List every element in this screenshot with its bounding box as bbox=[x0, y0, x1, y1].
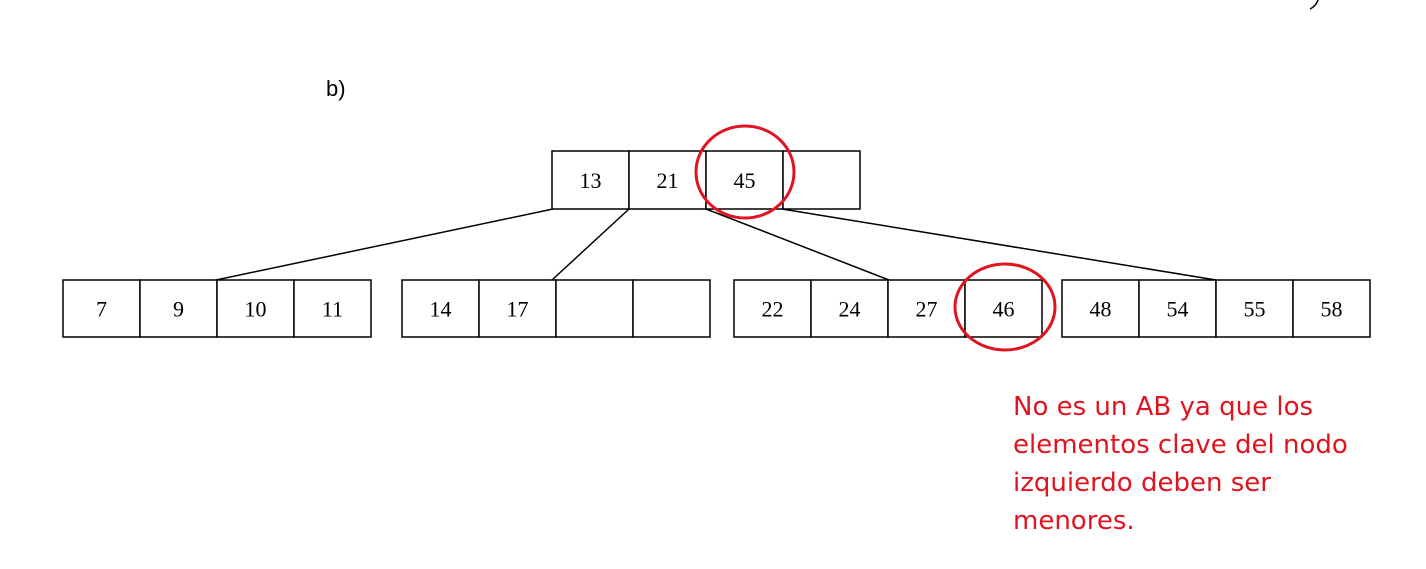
key-22: 22 bbox=[762, 297, 784, 322]
key-24: 24 bbox=[839, 297, 861, 322]
child-node-4-cell-4 bbox=[1292, 279, 1371, 338]
key-9: 9 bbox=[173, 297, 184, 322]
key-14: 14 bbox=[430, 297, 452, 322]
tree-edge-4 bbox=[781, 208, 1217, 281]
part-label: b) bbox=[326, 76, 346, 101]
child-node-2-cell-2 bbox=[478, 279, 557, 338]
child-node-3-cell-3 bbox=[887, 279, 966, 338]
key-54: 54 bbox=[1167, 297, 1189, 322]
note-line-3: izquierdo deben ser bbox=[1013, 468, 1271, 498]
key-13: 13 bbox=[580, 168, 602, 193]
child-node-4-cell-1 bbox=[1061, 279, 1140, 338]
tree-edge-3 bbox=[705, 208, 890, 281]
root-node: 13 21 45 bbox=[551, 150, 861, 210]
note-line-4: menores. bbox=[1013, 506, 1135, 536]
key-11: 11 bbox=[322, 297, 343, 322]
child-node-2-cell-4 bbox=[632, 279, 711, 338]
child-node-3: 22 24 27 46 bbox=[733, 279, 1043, 338]
corner-mark bbox=[1309, 0, 1319, 10]
key-7: 7 bbox=[96, 297, 107, 322]
child-node-4-cell-2 bbox=[1138, 279, 1217, 338]
child-node-2: 14 17 bbox=[401, 279, 711, 338]
child-node-3-cell-1 bbox=[733, 279, 812, 338]
child-node-1-cell-4 bbox=[293, 279, 372, 338]
key-21: 21 bbox=[657, 168, 679, 193]
child-node-3-cell-4 bbox=[964, 279, 1043, 338]
highlight-circle-46 bbox=[953, 262, 1057, 352]
annotation-note: No es un AB ya que los elementos clave d… bbox=[1013, 388, 1413, 540]
child-node-1-cell-1 bbox=[62, 279, 141, 338]
child-node-2-cell-1 bbox=[401, 279, 480, 338]
root-node-cell-2 bbox=[628, 150, 707, 210]
child-node-2-cell-3 bbox=[555, 279, 634, 338]
key-45: 45 bbox=[734, 168, 756, 193]
child-node-1: 7 9 10 11 bbox=[62, 279, 372, 338]
key-10: 10 bbox=[245, 297, 267, 322]
child-node-1-cell-2 bbox=[139, 279, 218, 338]
root-node-cell-3 bbox=[705, 150, 784, 210]
key-46: 46 bbox=[993, 297, 1015, 322]
tree-edge-2 bbox=[551, 208, 630, 281]
root-node-cell-4 bbox=[782, 150, 861, 210]
key-27: 27 bbox=[916, 297, 938, 322]
tree-edge-1 bbox=[215, 208, 554, 281]
child-node-4: 48 54 55 58 bbox=[1061, 279, 1371, 338]
note-line-2: elementos clave del nodo bbox=[1013, 430, 1348, 460]
root-node-cell-1 bbox=[551, 150, 630, 210]
key-17: 17 bbox=[507, 297, 529, 322]
key-58: 58 bbox=[1321, 297, 1343, 322]
key-48: 48 bbox=[1090, 297, 1112, 322]
key-55: 55 bbox=[1244, 297, 1266, 322]
note-line-1: No es un AB ya que los bbox=[1013, 392, 1314, 422]
child-node-3-cell-2 bbox=[810, 279, 889, 338]
highlight-circle-45 bbox=[694, 124, 796, 220]
